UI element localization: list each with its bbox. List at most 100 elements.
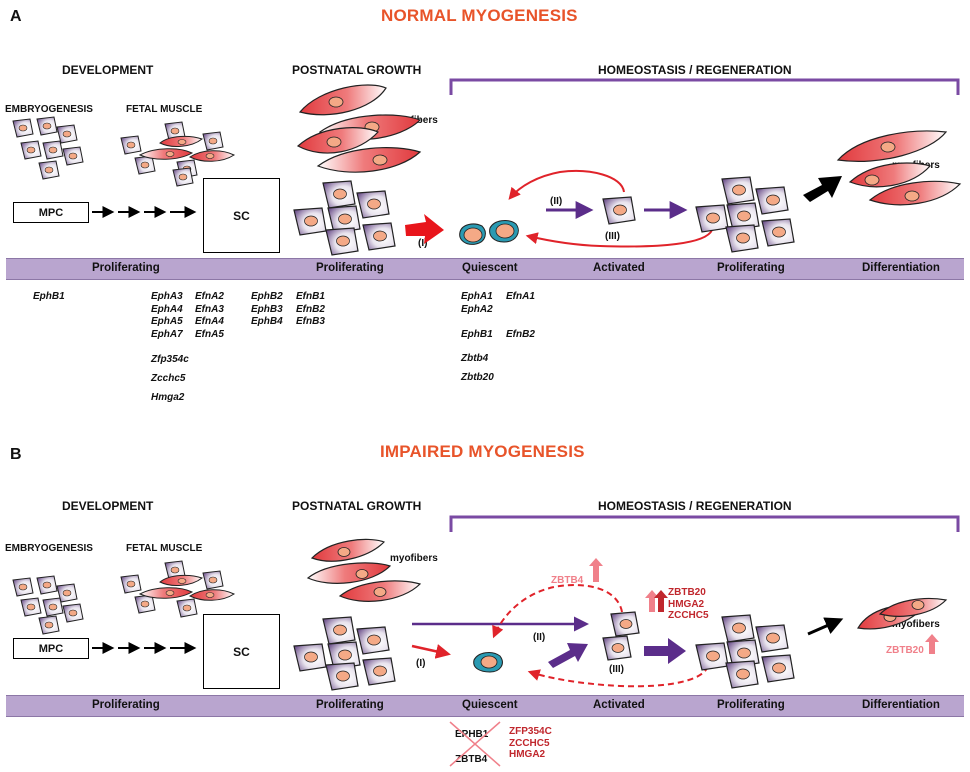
stage-proliferating: Proliferating <box>717 262 785 274</box>
gene: Zbtb4 <box>461 353 489 364</box>
sc-box: SC <box>203 614 280 689</box>
embryogenesis-label: EMBRYOGENESIS <box>5 104 93 115</box>
gene: EfnB2 <box>506 329 535 340</box>
mpc-box: MPC <box>13 202 89 223</box>
mpc-box: MPC <box>13 638 89 659</box>
gene: HMGA2 <box>668 598 705 610</box>
stage-proliferating: Proliferating <box>316 262 384 274</box>
gene: EphA5 <box>151 316 183 327</box>
panel-b-title: IMPAIRED MYOGENESIS <box>380 442 585 461</box>
postnatal-heading: POSTNATAL GROWTH <box>292 499 422 513</box>
gene: EphB3 <box>251 303 283 315</box>
gene: ZCCHC5 <box>668 610 709 621</box>
purple-arrow-proliferate <box>644 638 686 664</box>
stage-bar-a: Proliferating Proliferating Quiescent Ac… <box>6 258 964 280</box>
red-arrow-return-top <box>508 170 625 200</box>
gene: EfnB2 <box>296 303 325 315</box>
gene-list-quiescent-efnb: EfnB2 <box>506 329 535 342</box>
gene: ZFP354C <box>509 726 552 737</box>
development-heading: DEVELOPMENT <box>62 499 154 513</box>
activated-up-genes: ZBTB20 HMGA2 ZCCHC5 <box>668 587 709 622</box>
crossed-gene: EPHB1 <box>455 729 489 740</box>
panel-a-letter: A <box>10 8 22 25</box>
gene: EphA4 <box>151 303 183 315</box>
fetal-muscle-label: FETAL MUSCLE <box>126 543 203 554</box>
quiescent-cell <box>473 652 503 673</box>
step-i-label: (I) <box>418 238 428 249</box>
zbtb4-up-label: ZBTB4 <box>551 575 584 586</box>
gene: EfnA3 <box>195 303 224 315</box>
embryogenesis-label: EMBRYOGENESIS <box>5 543 93 554</box>
step-ii-label: (II) <box>533 632 546 643</box>
homeostasis-heading: HOMEOSTASIS / REGENERATION <box>598 499 792 513</box>
gene-list-mpc: EphB1 <box>33 291 65 304</box>
differentiated-myofibers <box>857 597 948 630</box>
up-arrows <box>589 558 939 654</box>
gene: EphB1 <box>461 329 493 340</box>
red-arrow-return-bottom <box>525 229 713 248</box>
gene: EphA1 <box>461 291 493 302</box>
gene: ZBTB20 <box>668 587 706 598</box>
panel-b-letter: B <box>10 446 22 463</box>
purple-arrow-activate <box>548 643 588 668</box>
stage-proliferating: Proliferating <box>717 699 785 711</box>
crossed-gene: ZBTB4 <box>455 754 488 765</box>
pink-up-arrow <box>589 558 603 582</box>
gene: Zbtb20 <box>461 372 494 383</box>
sc-box: SC <box>203 178 280 253</box>
stage-proliferating: Proliferating <box>316 699 384 711</box>
stage-proliferating: Proliferating <box>92 699 160 711</box>
red-dashed-arrow-top <box>492 584 623 639</box>
sc-label: SC <box>233 644 250 659</box>
crossed-out-genes: EPHB1 ZBTB4 <box>455 722 488 772</box>
quiescent-cells <box>459 220 519 245</box>
stage-activated: Activated <box>593 699 645 711</box>
gene: EphA2 <box>461 303 493 315</box>
gene: EfnB3 <box>296 316 325 327</box>
gene: EphA3 <box>151 291 183 302</box>
zbtb20-diff-label: ZBTB20 <box>886 645 924 656</box>
fetal-muscle-cells <box>120 121 235 187</box>
differentiated-myofibers <box>836 130 962 206</box>
pink-up-arrow <box>925 634 939 654</box>
black-arrow-differentiate <box>803 176 842 202</box>
myofibers-label-right: myofibers <box>892 619 940 630</box>
gene-list-efn-a: EfnA2 EfnA3 EfnA4 EfnA5 <box>195 291 224 341</box>
gene: EfnB1 <box>296 291 325 302</box>
gene-list-quiescent-epha: EphA1 EphA2 <box>461 291 493 316</box>
step-ii-label: (II) <box>550 196 563 207</box>
stage-activated: Activated <box>593 262 645 274</box>
gene-list-fetal-other: Zfp354c Zcchc5 Hmga2 <box>151 350 189 407</box>
stage-differentiation: Differentiation <box>862 699 940 711</box>
postnatal-myofibers <box>306 538 422 602</box>
embryo-cells <box>12 116 84 180</box>
gene: EfnA1 <box>506 291 535 302</box>
postnatal-sc-cells <box>293 180 396 256</box>
gene-list-efn-b: EfnB1 EfnB2 EfnB3 <box>296 291 325 329</box>
fetal-muscle-cells <box>120 560 235 618</box>
development-heading: DEVELOPMENT <box>62 63 154 77</box>
mpc-label: MPC <box>38 206 64 219</box>
step-iii-label: (III) <box>605 231 620 242</box>
step-i-label: (I) <box>416 658 426 669</box>
red-arrow-i <box>405 214 444 244</box>
stage-quiescent: Quiescent <box>462 262 518 274</box>
step-iii-label: (III) <box>609 664 624 675</box>
postnatal-heading: POSTNATAL GROWTH <box>292 63 422 77</box>
gene: EfnA2 <box>195 291 224 302</box>
red-up-arrow <box>654 590 668 612</box>
gene: Hmga2 <box>151 392 185 403</box>
gene-list-eph-b: EphB2 EphB3 EphB4 <box>251 291 283 329</box>
gene-list-quiescent-ephb: EphB1 <box>461 329 493 342</box>
gene: Zcchc5 <box>151 373 186 384</box>
mpc-label: MPC <box>38 642 64 655</box>
stage-differentiation: Differentiation <box>862 262 940 274</box>
gene: EphB2 <box>251 291 283 302</box>
gene-list-eph-a: EphA3 EphA4 EphA5 EphA7 <box>151 291 183 341</box>
homeostasis-heading: HOMEOSTASIS / REGENERATION <box>598 63 792 77</box>
homeostasis-bracket <box>449 515 960 532</box>
gene-list-quiescent-efna: EfnA1 <box>506 291 535 304</box>
quiescent-red-genes: ZFP354C ZCCHC5 HMGA2 <box>509 726 552 761</box>
cross-out-mark <box>449 721 501 767</box>
